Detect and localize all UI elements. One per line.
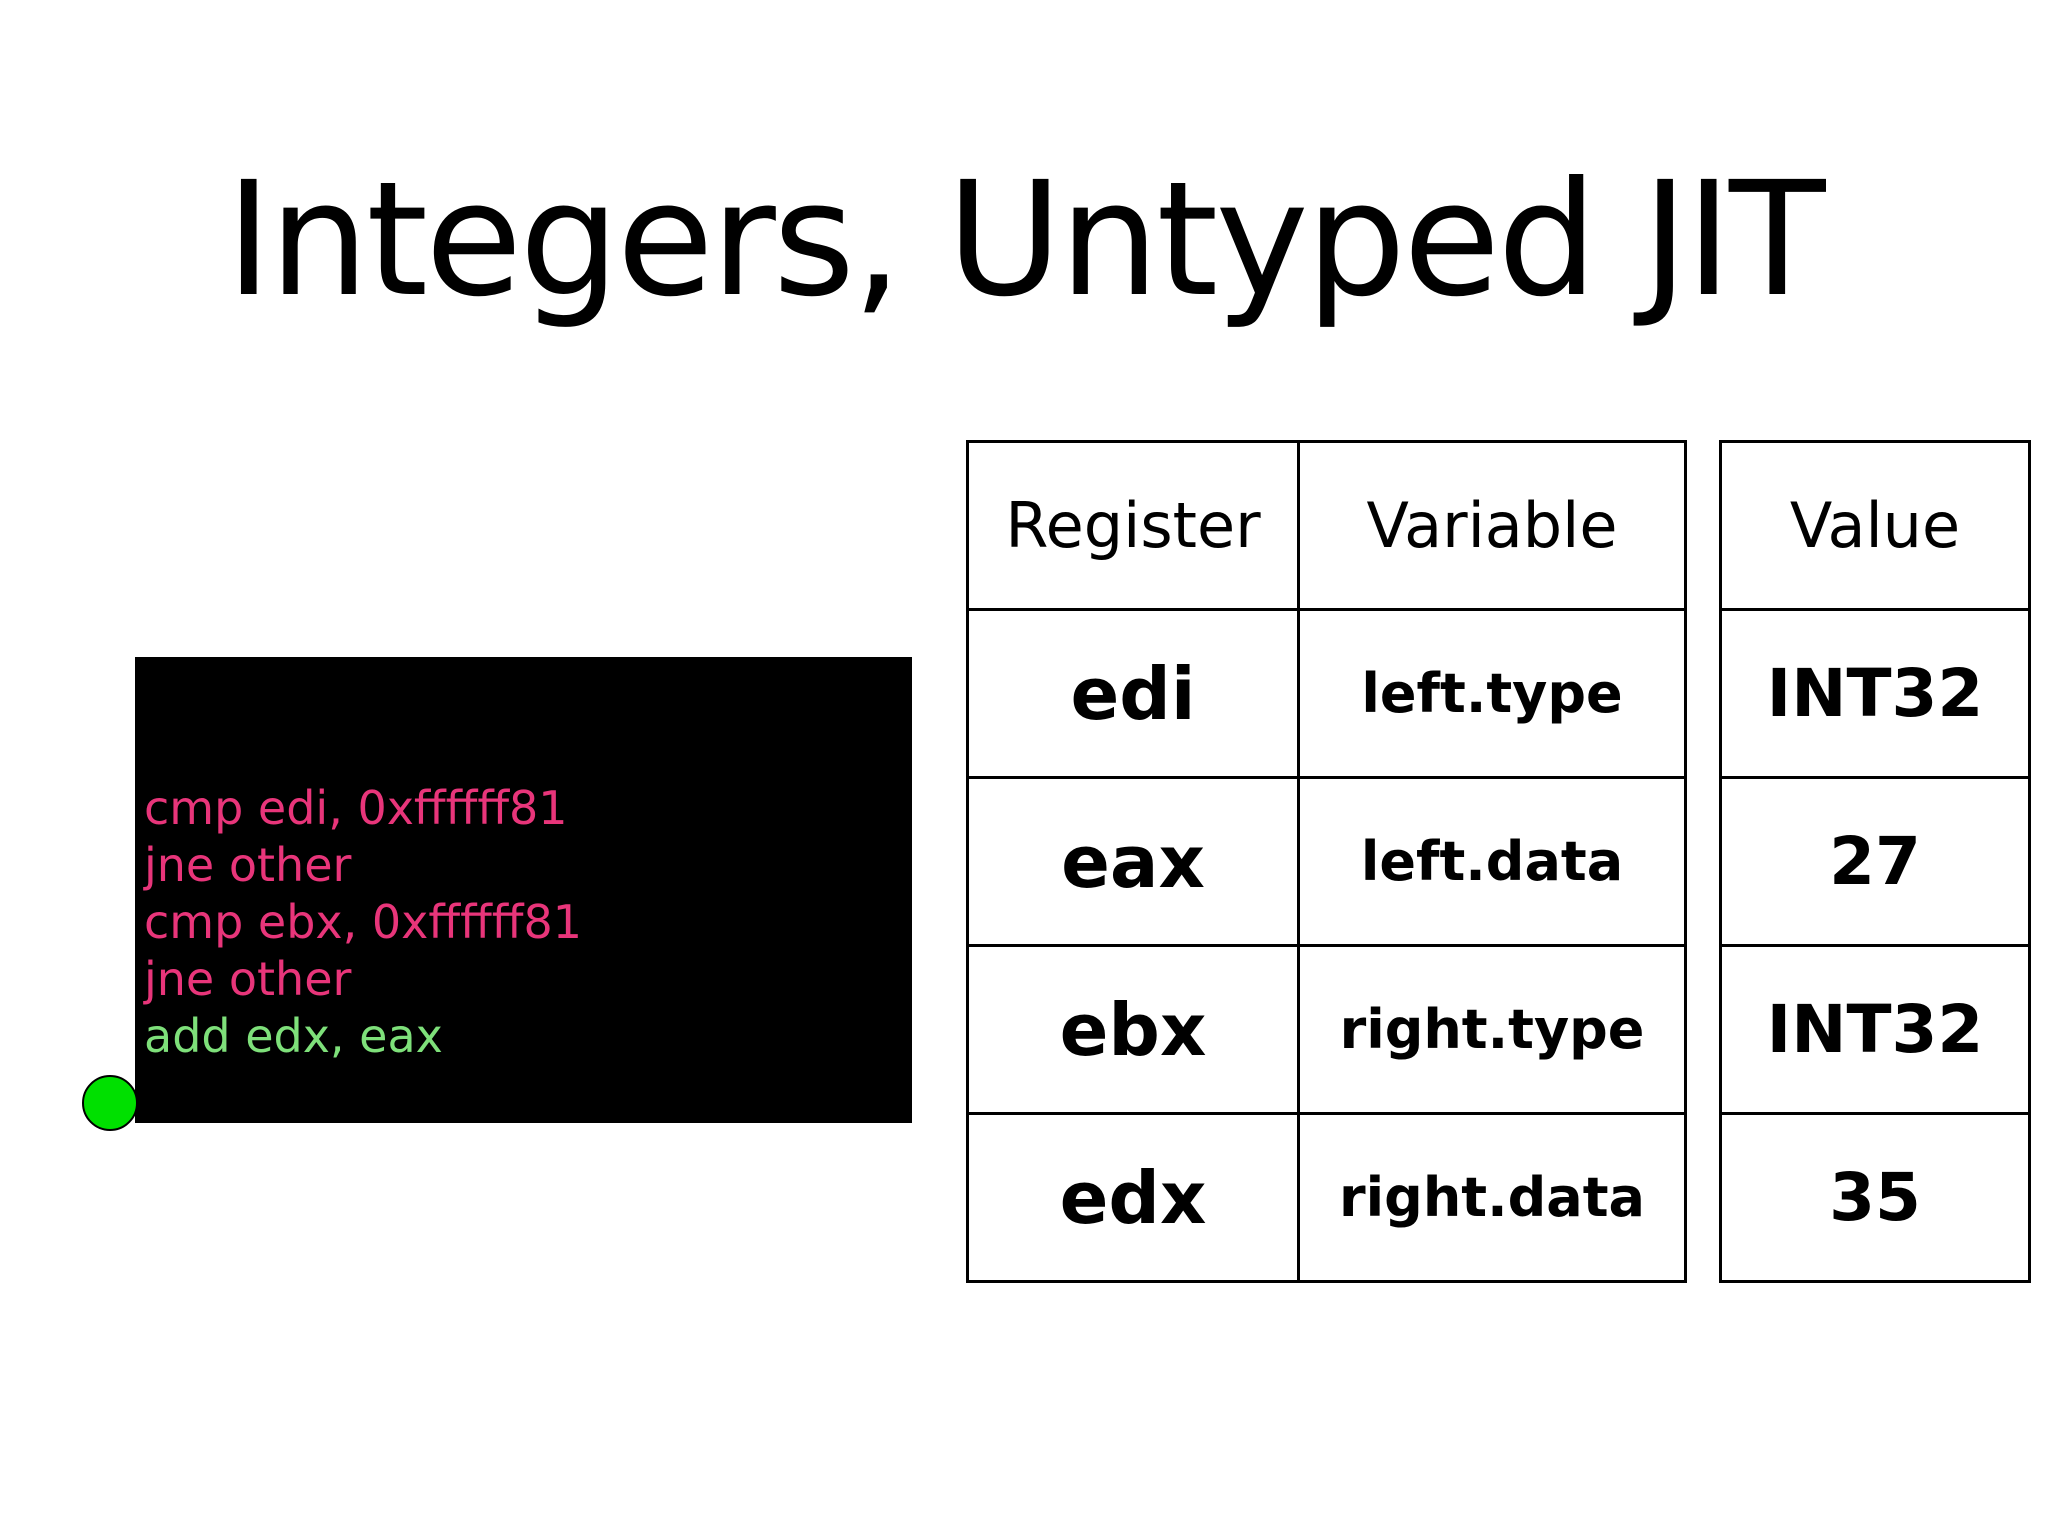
table-row: 27	[1719, 776, 2031, 947]
value-cell: INT32	[1719, 608, 2031, 779]
register-table: Register Variable edi left.type eax left…	[966, 440, 1687, 1283]
header-value: Value	[1719, 440, 2031, 611]
header-variable: Variable	[1297, 440, 1687, 611]
code-line: jne other	[144, 838, 352, 892]
code-line: add edx, eax	[144, 1009, 443, 1063]
table-row: 35	[1719, 1112, 2031, 1283]
slide-title: Integers, Untyped JIT	[225, 148, 1825, 332]
code-line: jne other	[144, 952, 352, 1006]
table-row: eax left.data	[966, 776, 1687, 947]
table-row: ebx right.type	[966, 944, 1687, 1115]
variable-cell: left.data	[1297, 776, 1687, 947]
code-line: cmp edi, 0xffffff81	[144, 781, 568, 835]
register-cell: ebx	[966, 944, 1300, 1115]
code-panel: cmp edi, 0xffffff81 jne other cmp ebx, 0…	[135, 657, 912, 1123]
header-register: Register	[966, 440, 1300, 611]
variable-cell: right.data	[1297, 1112, 1687, 1283]
value-table: Value INT32 27 INT32 35	[1719, 440, 2031, 1283]
register-cell: eax	[966, 776, 1300, 947]
register-cell: edi	[966, 608, 1300, 779]
table-row: edi left.type	[966, 608, 1687, 779]
register-cell: edx	[966, 1112, 1300, 1283]
value-cell: 27	[1719, 776, 2031, 947]
code-line: cmp ebx, 0xffffff81	[144, 895, 582, 949]
table-row: INT32	[1719, 608, 2031, 779]
table-row: edx right.data	[966, 1112, 1687, 1283]
code-lines: cmp edi, 0xffffff81 jne other cmp ebx, 0…	[144, 780, 582, 1065]
table-header-row: Value	[1719, 440, 2031, 611]
table-row: INT32	[1719, 944, 2031, 1115]
table-header-row: Register Variable	[966, 440, 1687, 611]
variable-cell: right.type	[1297, 944, 1687, 1115]
variable-cell: left.type	[1297, 608, 1687, 779]
value-cell: 35	[1719, 1112, 2031, 1283]
value-cell: INT32	[1719, 944, 2031, 1115]
green-circle-icon	[82, 1075, 138, 1131]
